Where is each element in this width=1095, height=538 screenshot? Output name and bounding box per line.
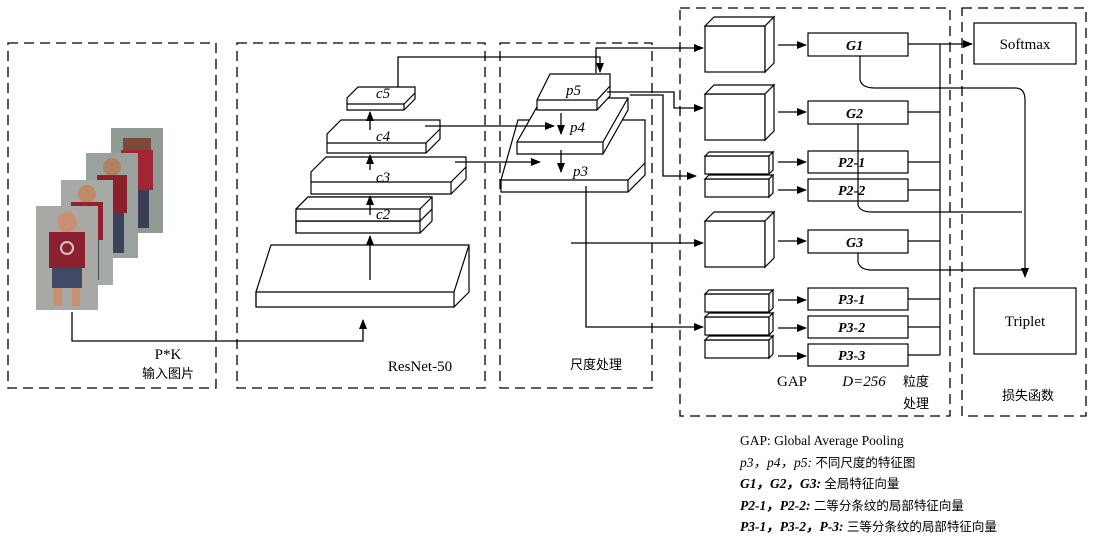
- resnet-c2-block: [296, 197, 432, 233]
- g1-label: G1: [846, 39, 863, 54]
- legend-gap: GAP: Global Average Pooling: [740, 430, 997, 452]
- input-caption: 输入图片: [142, 366, 194, 382]
- g2-feature-map: [705, 85, 774, 140]
- legend-global: G1，G2，G3: 全局特征向量: [740, 473, 997, 495]
- p3-3-label: P3-3: [838, 349, 865, 364]
- p2-feature-map: [705, 152, 773, 197]
- feature-maps: [705, 17, 774, 358]
- resnet-base-block: [256, 245, 469, 307]
- p2-2-label: P2-2: [838, 184, 865, 199]
- input-images: [36, 128, 163, 310]
- input-count-label: P*K: [155, 347, 182, 363]
- backbone-caption: ResNet-50: [388, 359, 452, 375]
- p2-1-label: P2-1: [838, 156, 865, 171]
- section-captions: P*K 输入图片 ResNet-50 尺度处理 GAP D=256 粒度 处理 …: [142, 347, 1054, 412]
- gap-caption: GAP: [777, 374, 807, 390]
- granularity-caption-1: 粒度: [903, 374, 929, 390]
- p3-feature-map: [705, 290, 773, 358]
- dimension-caption: D=256: [841, 374, 886, 390]
- legend-p3: P3-1，P3-2，P-3: 三等分条纹的局部特征向量: [740, 516, 997, 538]
- c2-label: c2: [376, 207, 391, 223]
- g1-feature-map: [705, 17, 774, 72]
- c5-label: c5: [376, 86, 391, 102]
- softmax-label: Softmax: [1000, 37, 1051, 53]
- gap-arrows: [778, 45, 806, 356]
- input-to-backbone-arrow: [72, 312, 363, 341]
- c3-label: c3: [376, 170, 390, 186]
- g3-feature-map: [705, 212, 774, 267]
- legend-pyramid: p3，p4，p5: 不同尺度的特征图: [740, 452, 997, 474]
- triplet-label: Triplet: [1005, 314, 1046, 330]
- g3-label: G3: [846, 236, 863, 251]
- p3-2-label: P3-2: [838, 321, 865, 336]
- legend: GAP: Global Average Pooling p3，p4，p5: 不同…: [740, 430, 997, 538]
- p3-1-label: P3-1: [838, 293, 865, 308]
- g2-label: G2: [846, 107, 863, 122]
- p3-label: p3: [572, 164, 588, 180]
- resnet-stack: [256, 87, 469, 307]
- granularity-caption-2: 处理: [903, 397, 929, 412]
- p5-label: p5: [565, 83, 582, 99]
- loss-caption: 损失函数: [1002, 389, 1054, 404]
- scale-caption: 尺度处理: [570, 357, 622, 373]
- c4-label: c4: [376, 129, 391, 145]
- legend-p2: P2-1，P2-2: 二等分条纹的局部特征向量: [740, 495, 997, 517]
- p4-label: p4: [569, 120, 586, 136]
